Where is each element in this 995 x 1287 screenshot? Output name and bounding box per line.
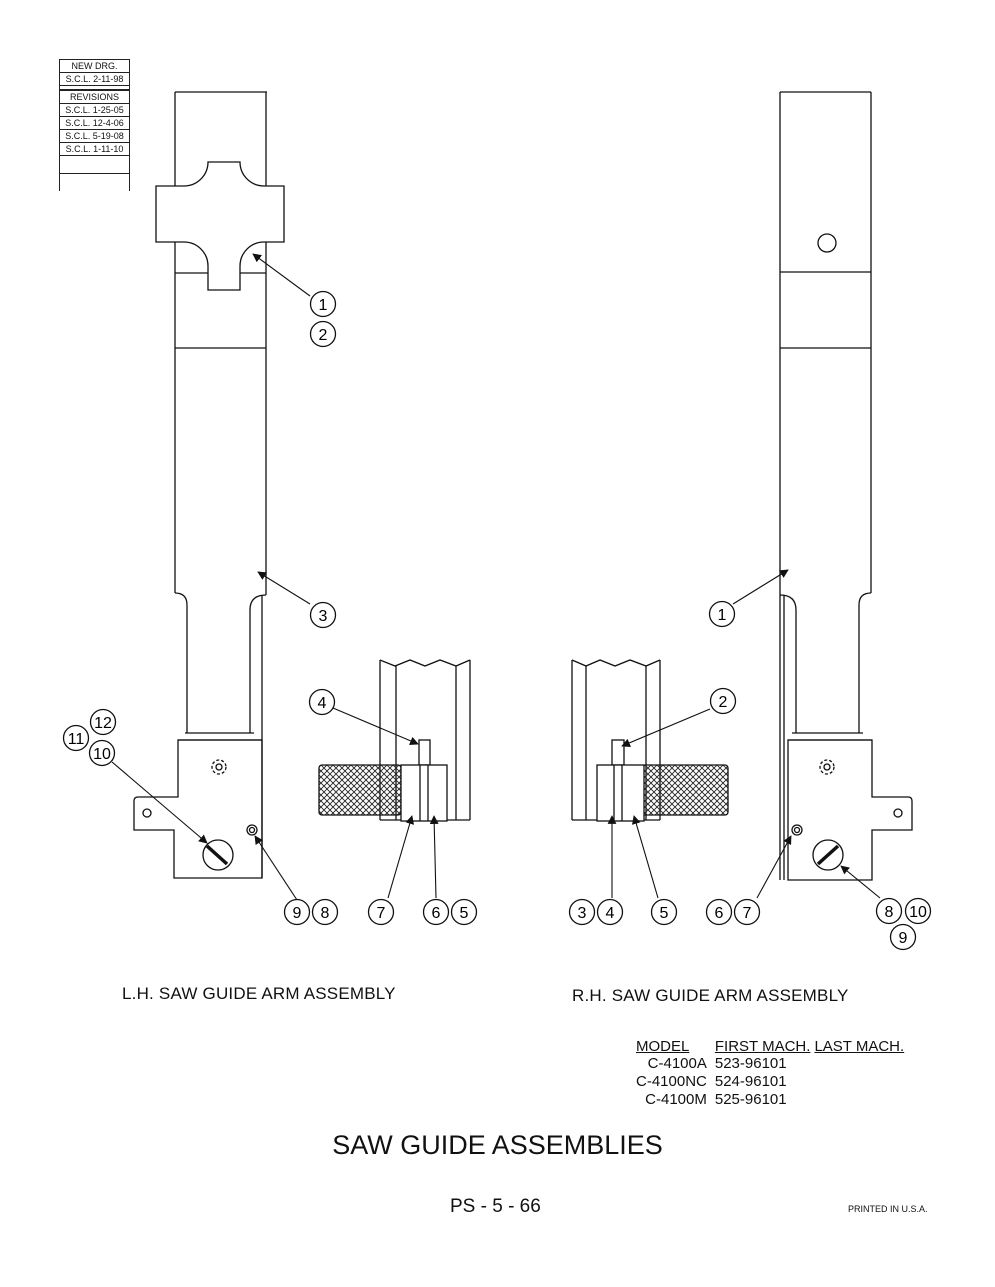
svg-text:1: 1 — [718, 607, 727, 624]
svg-text:4: 4 — [606, 905, 615, 922]
first-mach-cell: 525-96101 — [714, 1091, 787, 1108]
revision-empty-row — [59, 156, 130, 174]
first-mach-cell: 524-96101 — [714, 1073, 787, 1090]
callout-bubble: 3 — [568, 898, 596, 926]
callout-bubble: 8 — [875, 897, 903, 925]
svg-text:2: 2 — [319, 327, 328, 344]
page-title: SAW GUIDE ASSEMBLIES — [332, 1130, 663, 1160]
callout-bubble: 1 — [309, 290, 337, 318]
rh-bracket — [787, 739, 913, 881]
callout-bubble: 8 — [311, 898, 339, 926]
table-row: C-4100M 525-96101 — [636, 1091, 908, 1109]
svg-text:12: 12 — [94, 715, 112, 732]
revision-entry: S.C.L. 5-19-08 — [59, 130, 130, 143]
callout-bubble: 2 — [309, 320, 337, 348]
lh-clover-knob — [155, 161, 285, 291]
model-cell: C-4100M — [645, 1091, 707, 1108]
revisions-label: REVISIONS — [59, 90, 130, 104]
callout-bubble: 9 — [283, 898, 311, 926]
lh-bracket — [133, 739, 263, 879]
callout-bubble: 1 — [708, 600, 736, 628]
header-model: MODEL — [636, 1038, 690, 1055]
callout-bubble: 6 — [705, 898, 733, 926]
leader-lines — [111, 253, 881, 901]
header-last-mach: LAST MACH. — [814, 1038, 905, 1055]
revision-divider — [59, 86, 130, 90]
callout-bubble: 9 — [889, 923, 917, 951]
svg-text:8: 8 — [321, 905, 330, 922]
rh-detail-view — [571, 659, 729, 822]
revision-entry: S.C.L. 12-4-06 — [59, 117, 130, 130]
callout-bubble: 4 — [308, 688, 336, 716]
callout-bubble: 4 — [596, 898, 624, 926]
last-mach-cell — [814, 1073, 908, 1091]
svg-text:4: 4 — [318, 695, 327, 712]
callout-bubble: 7 — [733, 898, 761, 926]
table-row: C-4100A 523-96101 — [636, 1055, 908, 1073]
callout-bubble: 5 — [450, 898, 478, 926]
svg-text:8: 8 — [885, 904, 894, 921]
model-cell: C-4100A — [647, 1055, 707, 1072]
svg-text:5: 5 — [660, 905, 669, 922]
revision-entry: S.C.L. 1-11-10 — [59, 143, 130, 156]
svg-text:6: 6 — [715, 905, 724, 922]
callout-bubble: 10 — [88, 739, 116, 767]
svg-text:3: 3 — [578, 905, 587, 922]
svg-text:10: 10 — [93, 746, 111, 763]
revision-block: NEW DRG. S.C.L. 2-11-98 REVISIONS S.C.L.… — [59, 59, 130, 191]
table-row: C-4100NC 524-96101 — [636, 1073, 908, 1091]
callout-bubble: 6 — [422, 898, 450, 926]
lh-callouts: 1 2 3 12 11 10 4 9 8 7 6 5 — [62, 290, 478, 926]
callout-bubble: 5 — [650, 898, 678, 926]
svg-text:1: 1 — [319, 297, 328, 314]
revision-empty-row — [59, 174, 130, 191]
last-mach-cell — [814, 1055, 908, 1073]
header-first-mach: FIRST MACH. — [714, 1038, 811, 1055]
svg-text:5: 5 — [460, 905, 469, 922]
lh-detail-view — [318, 659, 471, 822]
lh-caption: L.H. SAW GUIDE ARM ASSEMBLY — [122, 984, 396, 1003]
callout-bubble: 2 — [709, 687, 737, 715]
svg-text:7: 7 — [743, 905, 752, 922]
revision-entry: S.C.L. 1-25-05 — [59, 104, 130, 117]
callout-bubble: 3 — [309, 601, 337, 629]
callout-bubble: 7 — [367, 898, 395, 926]
model-cell: C-4100NC — [636, 1073, 707, 1090]
model-table: MODEL FIRST MACH. LAST MACH. C-4100A 523… — [636, 1038, 908, 1109]
last-mach-cell — [814, 1091, 908, 1109]
rh-arm — [779, 91, 872, 880]
new-drg-label: NEW DRG. — [59, 59, 130, 73]
svg-text:7: 7 — [377, 905, 386, 922]
rh-caption: R.H. SAW GUIDE ARM ASSEMBLY — [572, 986, 849, 1005]
page-number: PS - 5 - 66 — [450, 1196, 541, 1217]
first-mach-cell: 523-96101 — [714, 1055, 787, 1072]
callout-bubble: 10 — [904, 897, 932, 925]
svg-text:3: 3 — [319, 608, 328, 625]
printed-note: PRINTED IN U.S.A. — [848, 1204, 928, 1214]
svg-text:10: 10 — [909, 904, 927, 921]
new-drg-date: S.C.L. 2-11-98 — [59, 73, 130, 86]
svg-text:2: 2 — [719, 694, 728, 711]
svg-text:6: 6 — [432, 905, 441, 922]
callout-bubble: 12 — [89, 708, 117, 736]
rh-callouts: 1 2 3 4 5 6 7 8 10 9 — [568, 600, 932, 951]
svg-text:9: 9 — [293, 905, 302, 922]
svg-text:11: 11 — [68, 731, 85, 748]
svg-text:9: 9 — [899, 930, 908, 947]
callout-bubble: 11 — [62, 724, 90, 752]
